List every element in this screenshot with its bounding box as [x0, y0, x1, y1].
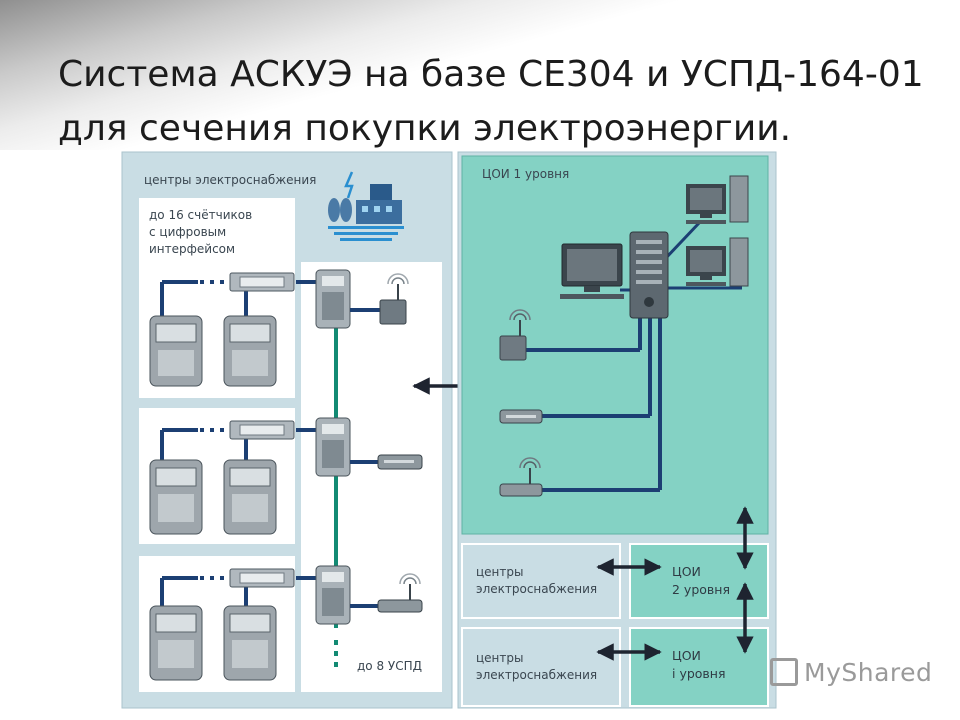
slide-title: Система АСКУЭ на базе СЕ304 и УСПД-164-0… [58, 54, 924, 149]
uspd-device-3 [315, 565, 380, 625]
server-links [526, 220, 742, 492]
meter-group-1 [149, 272, 318, 387]
converter-icon [229, 420, 295, 440]
supply-centers-box-bot [461, 627, 621, 707]
supply-centers-mid-line2: электроснабжения [476, 582, 597, 596]
electricity-meter-icon [149, 315, 203, 387]
electricity-meter-icon [149, 605, 203, 681]
radio-modem-icon [499, 457, 543, 497]
supply-centers-bot-line1: центры [476, 651, 523, 665]
watermark: MyShared [770, 658, 932, 688]
meters-note-line2: с цифровым [149, 225, 226, 239]
supply-centers-box-mid [461, 543, 621, 619]
radio-modem-icon [499, 309, 531, 361]
coi-level2-line1: ЦОИ [672, 564, 701, 579]
meter-group-3 [149, 568, 318, 681]
supply-centers-mid-line1: центры [476, 565, 523, 579]
supply-centers-bot-line2: электроснабжения [476, 668, 597, 682]
electricity-meter-icon [223, 315, 277, 387]
watermark-logo-icon [770, 658, 798, 686]
coi-leveli-line2: i уровня [672, 666, 726, 681]
meters-note-line1: до 16 счётчиков [149, 208, 252, 222]
modem-icon [499, 409, 543, 424]
watermark-text: MyShared [804, 658, 933, 687]
monitor-icon [560, 243, 624, 299]
coi-level2-line2: 2 уровня [672, 582, 730, 597]
workstation-icon [686, 237, 749, 287]
modem-icon [377, 454, 423, 470]
power-plant-icon [328, 171, 404, 241]
workstation-icon [686, 175, 749, 224]
uspd-device-2 [315, 417, 380, 477]
meter-group-2 [149, 420, 318, 535]
electricity-meter-icon [149, 459, 203, 535]
meters-note-line3: интерфейсом [149, 242, 235, 256]
uspd-device-1 [315, 269, 382, 329]
slide-background-corner [0, 0, 960, 150]
supply-centers-label-top: центры электроснабжения [144, 173, 316, 187]
converter-icon [229, 272, 295, 292]
electricity-meter-icon [223, 605, 277, 681]
electricity-meter-icon [223, 459, 277, 535]
coi-leveli-line1: ЦОИ [672, 648, 701, 663]
radio-modem-icon [377, 573, 423, 613]
coi-level2-box [629, 543, 769, 619]
upto-uspd-label: до 8 УСПД [357, 659, 422, 673]
server-icon [629, 231, 669, 319]
converter-icon [229, 568, 295, 588]
radio-modem-icon [379, 273, 409, 325]
coi-level1-label: ЦОИ 1 уровня [482, 167, 569, 181]
